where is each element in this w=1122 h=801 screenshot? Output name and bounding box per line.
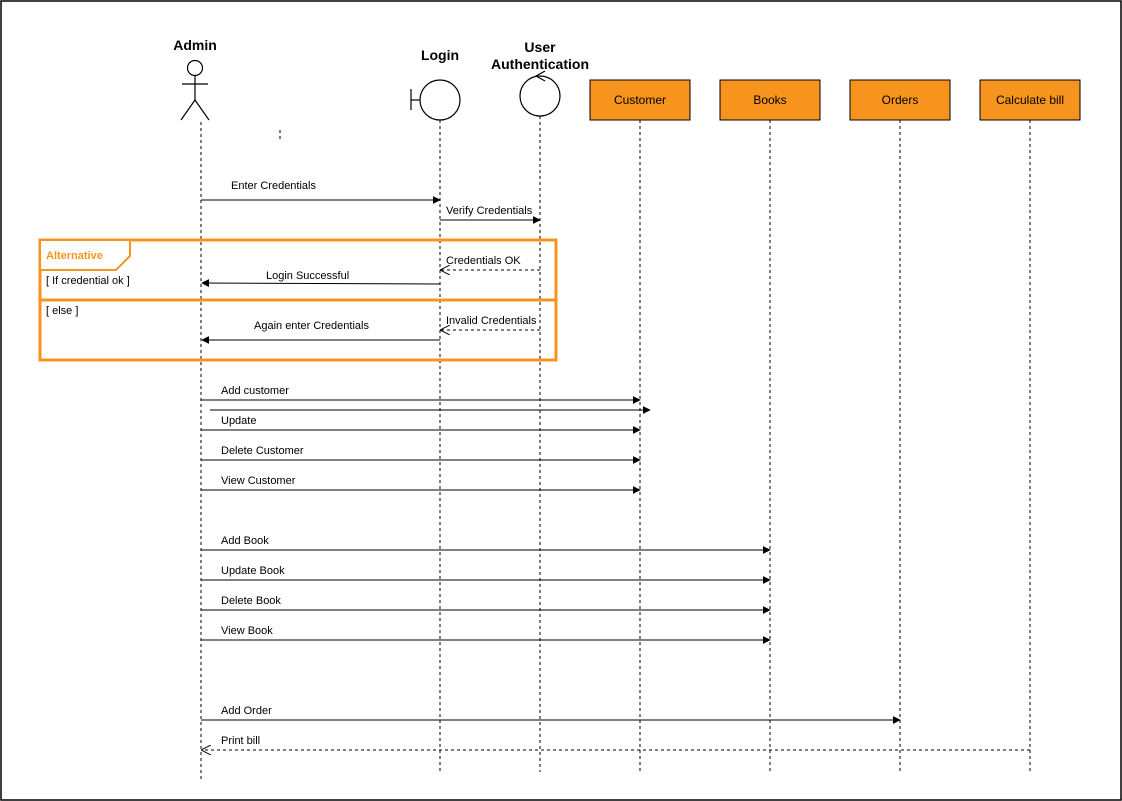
label-view-customer: View Customer	[221, 475, 296, 487]
participant-orders-label: Orders	[882, 93, 919, 107]
label-verify-credentials: Verify Credentials	[446, 205, 533, 217]
label-print-bill: Print bill	[221, 735, 260, 747]
label-again-enter-credentials: Again enter Credentials	[254, 320, 369, 332]
label-add-book: Add Book	[221, 535, 269, 547]
participant-login[interactable]: Login	[410, 47, 461, 121]
participant-books[interactable]: Books	[719, 79, 821, 121]
alt-fragment[interactable]: Alternative [ If credential ok ] [ else …	[38, 238, 558, 362]
participant-orders[interactable]: Orders	[849, 79, 951, 121]
participant-user-auth-label-line2: Authentication	[491, 56, 589, 72]
label-invalid-credentials: Invalid Credentials	[446, 315, 537, 327]
label-delete-book: Delete Book	[221, 595, 281, 607]
boundary-icon	[410, 79, 461, 121]
label-add-customer: Add customer	[221, 385, 289, 397]
participant-calculate-bill[interactable]: Calculate bill	[979, 79, 1081, 121]
participant-books-label: Books	[753, 93, 786, 107]
guard-if: [ If credential ok ]	[46, 275, 130, 287]
label-update-book: Update Book	[221, 565, 285, 577]
actor-admin-label: Admin	[173, 37, 217, 53]
participant-calculate-bill-label: Calculate bill	[996, 93, 1064, 107]
guard-else: [ else ]	[46, 305, 78, 317]
participant-customer[interactable]: Customer	[589, 79, 691, 121]
participant-user-authentication[interactable]: User Authentication	[491, 39, 589, 117]
alt-fragment-title: Alternative	[46, 250, 103, 262]
message-login-successful[interactable]	[201, 279, 441, 288]
stick-figure-icon	[180, 59, 210, 121]
label-login-successful: Login Successful	[266, 270, 349, 282]
label-update: Update	[221, 415, 256, 427]
label-credentials-ok: Credentials OK	[446, 255, 521, 267]
label-add-order: Add Order	[221, 705, 272, 717]
participant-user-auth-label-line1: User	[524, 39, 556, 55]
participant-login-label: Login	[421, 47, 459, 63]
label-view-book: View Book	[221, 625, 273, 637]
actor-admin[interactable]: Admin	[173, 37, 217, 121]
label-enter-credentials: Enter Credentials	[231, 180, 316, 192]
alt-fragment-tab	[39, 239, 131, 271]
participant-customer-label: Customer	[614, 93, 666, 107]
label-delete-customer: Delete Customer	[221, 445, 304, 457]
